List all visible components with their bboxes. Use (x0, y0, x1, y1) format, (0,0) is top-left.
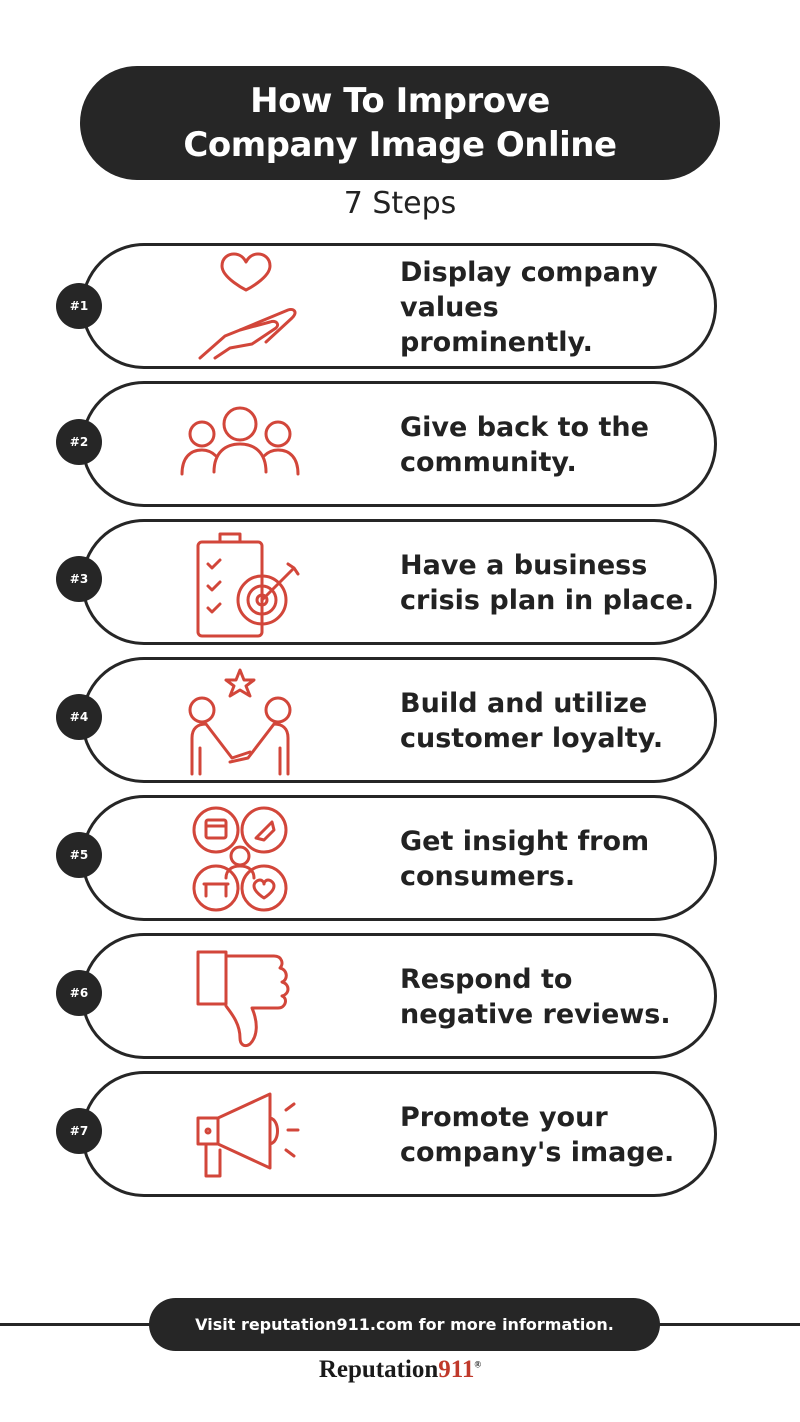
step-text-2: Give back to the community. (400, 412, 649, 478)
step-text-3: Have a business crisis plan in place. (400, 550, 695, 616)
reputation911-logo: Reputation911® (0, 1356, 800, 1384)
step-card-5 (81, 795, 717, 921)
consumer-insight-icon (170, 800, 310, 920)
step-card-6 (81, 933, 717, 1059)
title-line-1: How To Improve (250, 81, 550, 121)
handshake-star-icon (170, 662, 310, 782)
step-badge-2: #2 (56, 419, 102, 465)
step-badge-6: #6 (56, 970, 102, 1016)
title-line-2: Company Image Online (183, 125, 617, 165)
logo-word: Reputation (318, 1356, 439, 1383)
step-card-3 (81, 519, 717, 645)
page-title: How To Improve Company Image Online (183, 79, 617, 167)
logo-registered-mark: ® (474, 1359, 482, 1370)
step-text-4: Build and utilize customer loyalty. (400, 688, 664, 754)
step-text-7: Promote your company's image. (400, 1102, 675, 1168)
clipboard-target-icon (170, 524, 310, 644)
step-badge-7: #7 (56, 1108, 102, 1154)
step-badge-1: #1 (56, 283, 102, 329)
title-banner: How To Improve Company Image Online (80, 66, 720, 180)
footer-cta-text: Visit reputation911.com for more informa… (195, 1315, 614, 1334)
subtitle: 7 Steps (343, 186, 457, 221)
community-group-icon (170, 386, 310, 506)
step-card-4 (81, 657, 717, 783)
footer-cta-banner: Visit reputation911.com for more informa… (149, 1298, 660, 1351)
step-badge-3: #3 (56, 556, 102, 602)
thumbs-down-icon (170, 938, 310, 1058)
step-card-1 (81, 243, 717, 369)
step-card-2 (81, 381, 717, 507)
step-text-5: Get insight from consumers. (400, 826, 650, 892)
step-card-7 (81, 1071, 717, 1197)
step-text-6: Respond to negative reviews. (400, 964, 671, 1030)
heart-hand-icon (170, 246, 310, 366)
megaphone-icon (170, 1076, 310, 1196)
step-badge-4: #4 (56, 694, 102, 740)
step-text-1: Display company values prominently. (400, 256, 658, 358)
logo-number: 911 (438, 1356, 475, 1383)
step-badge-5: #5 (56, 832, 102, 878)
